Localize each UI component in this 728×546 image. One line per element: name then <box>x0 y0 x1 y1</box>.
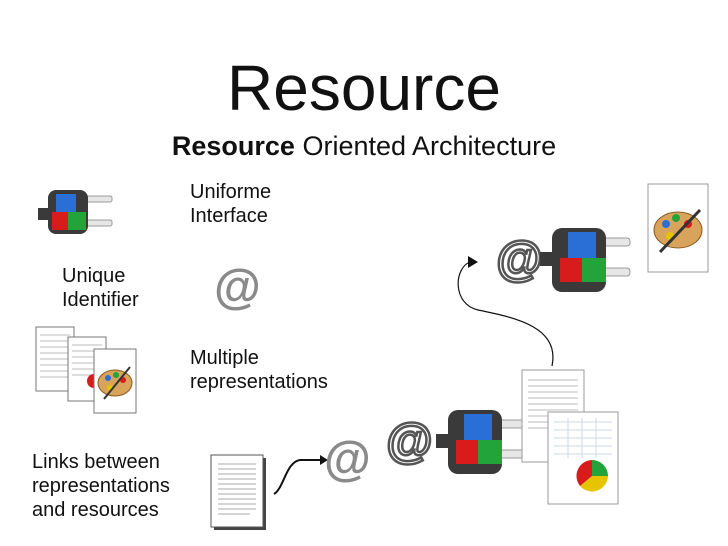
plug-icon-left <box>38 190 113 234</box>
at-icon-top-right: @ <box>495 233 544 286</box>
text-document-icon <box>210 454 266 530</box>
label-links: Links between representations and resour… <box>32 451 170 521</box>
plug-icon-bottom-right <box>436 410 527 474</box>
label-unique-identifier: Unique Identifier <box>62 265 139 311</box>
at-icon-center: @ <box>214 261 261 314</box>
link-arrow <box>273 455 328 495</box>
slide-title: Resource <box>227 52 501 124</box>
label-uniform-interface: Uniforme Interface <box>190 181 272 227</box>
palette-document-icon <box>647 183 709 273</box>
at-icon-bottom-right: @ <box>385 415 434 468</box>
document-stack-icon-right <box>521 369 619 505</box>
subtitle-bold: Resource <box>171 131 295 161</box>
plug-icon-top-right <box>540 228 631 292</box>
document-stack-icon-left <box>35 326 137 414</box>
slide-subtitle: Resource Oriented Architecture <box>0 130 728 162</box>
at-icon-links: @ <box>324 433 371 486</box>
subtitle-rest: Oriented Architecture <box>302 131 557 161</box>
label-multiple-representations: Multiple representations <box>190 347 328 393</box>
curved-arrow <box>457 256 554 367</box>
